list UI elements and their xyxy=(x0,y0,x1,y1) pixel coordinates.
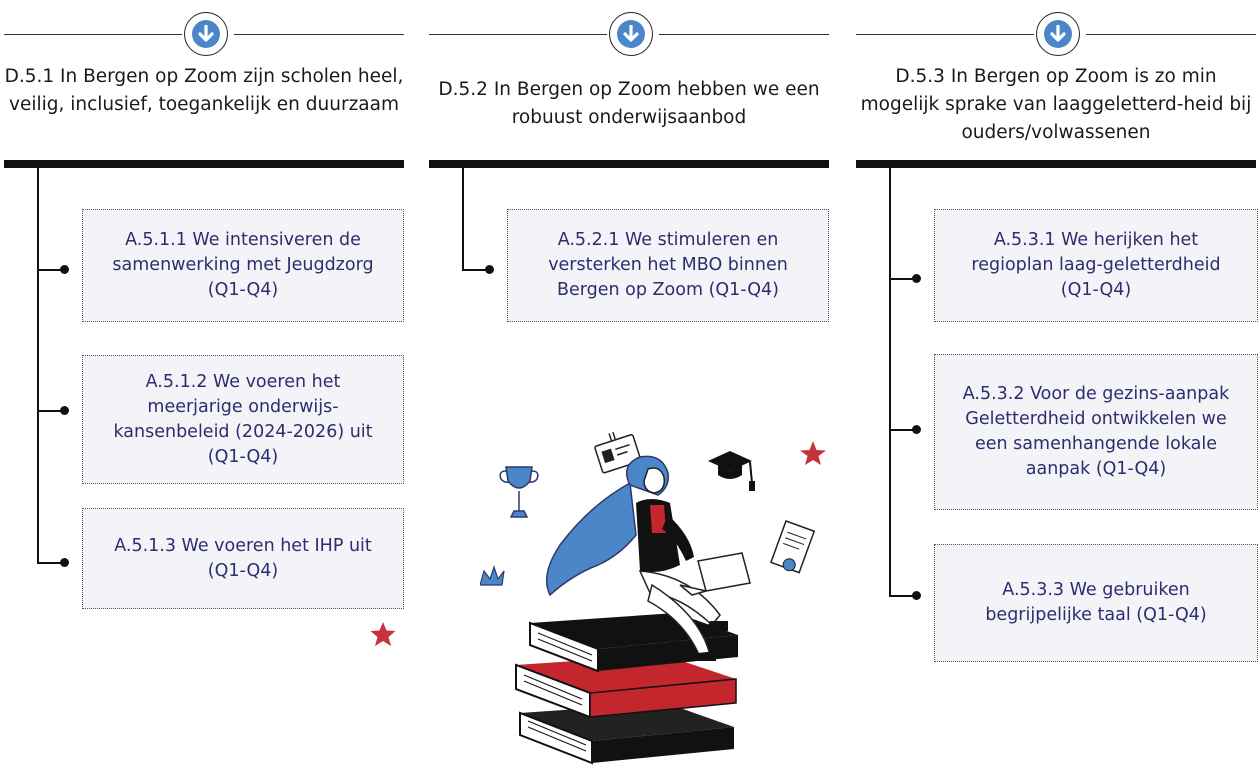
top-divider xyxy=(856,34,1034,35)
tree-node-dot xyxy=(485,265,494,274)
tree-node-dot xyxy=(60,406,69,415)
action-box: A.5.3.3 We gebruiken begrijpelijke taal … xyxy=(934,544,1258,662)
student-on-books-illustration xyxy=(480,431,826,765)
graduation-cap-icon xyxy=(708,451,755,491)
tree-node-dot xyxy=(912,591,921,600)
arrow-down-icon xyxy=(1044,20,1072,48)
tree-node-dot xyxy=(912,425,921,434)
tree-connector-line xyxy=(889,168,891,596)
action-box: A.5.2.1 We stimuleren en versterken het … xyxy=(507,209,829,322)
tree-connector-line xyxy=(462,168,464,270)
goal-column-d51: D.5.1 In Bergen op Zoom zijn scholen hee… xyxy=(4,0,404,776)
goal-heading: D.5.2 In Bergen op Zoom hebben we een ro… xyxy=(438,79,820,128)
action-box: A.5.3.1 We herijken het regioplan laag-g… xyxy=(934,209,1258,322)
action-text: A.5.1.1 We intensiveren de samenwerking … xyxy=(112,230,374,300)
heading-underline-bar xyxy=(429,160,829,168)
action-box: A.5.1.2 We voeren het meerjarige onderwi… xyxy=(82,355,404,484)
student-figure xyxy=(545,455,751,661)
tree-connector-line xyxy=(37,168,39,563)
crown-icon xyxy=(480,565,505,586)
heading-underline-bar xyxy=(4,160,404,168)
down-arrow-button[interactable] xyxy=(609,12,653,56)
id-card-icon xyxy=(594,431,642,474)
tree-branch xyxy=(37,269,64,271)
goal-column-d52: D.5.2 In Bergen op Zoom hebben we een ro… xyxy=(429,0,829,776)
action-box: A.5.1.1 We intensiveren de samenwerking … xyxy=(82,209,404,322)
tree-branch xyxy=(889,278,916,280)
action-box: A.5.1.3 We voeren het IHP uit (Q1-Q4) xyxy=(82,508,404,609)
star-icon xyxy=(370,622,396,646)
action-text: A.5.3.3 We gebruiken begrijpelijke taal … xyxy=(985,580,1207,625)
top-divider xyxy=(659,34,829,35)
action-text: A.5.1.3 We voeren het IHP uit (Q1-Q4) xyxy=(114,535,372,581)
top-divider xyxy=(4,34,182,35)
tree-node-dot xyxy=(912,274,921,283)
goal-heading: D.5.1 In Bergen op Zoom zijn scholen hee… xyxy=(4,66,404,115)
tree-branch xyxy=(37,562,64,564)
heading-underline-bar xyxy=(856,160,1256,168)
certificate-icon xyxy=(769,520,816,574)
tree-branch xyxy=(889,429,916,431)
action-text: A.5.3.1 We herijken het regioplan laag-g… xyxy=(971,230,1221,300)
down-arrow-button[interactable] xyxy=(184,12,228,56)
star-icon xyxy=(800,441,826,465)
action-box: A.5.3.2 Voor de gezins-aanpak Geletterdh… xyxy=(934,354,1258,510)
down-arrow-button[interactable] xyxy=(1036,12,1080,56)
action-text: A.5.1.2 We voeren het meerjarige onderwi… xyxy=(113,371,373,467)
book-stack xyxy=(515,613,738,765)
tree-branch xyxy=(462,269,489,271)
tree-branch xyxy=(889,595,916,597)
action-text: A.5.2.1 We stimuleren en versterken het … xyxy=(548,230,788,300)
top-divider xyxy=(429,34,607,35)
trophy-icon xyxy=(499,466,539,518)
arrow-down-icon xyxy=(192,20,220,48)
goal-heading: D.5.3 In Bergen op Zoom is zo min mogeli… xyxy=(860,66,1252,143)
tree-node-dot xyxy=(60,558,69,567)
goal-column-d53: D.5.3 In Bergen op Zoom is zo min mogeli… xyxy=(856,0,1258,776)
tree-branch xyxy=(37,410,64,412)
tree-node-dot xyxy=(60,265,69,274)
action-text: A.5.3.2 Voor de gezins-aanpak Geletterdh… xyxy=(962,384,1230,479)
top-divider xyxy=(1086,34,1256,35)
arrow-down-icon xyxy=(617,20,645,48)
top-divider xyxy=(234,34,404,35)
